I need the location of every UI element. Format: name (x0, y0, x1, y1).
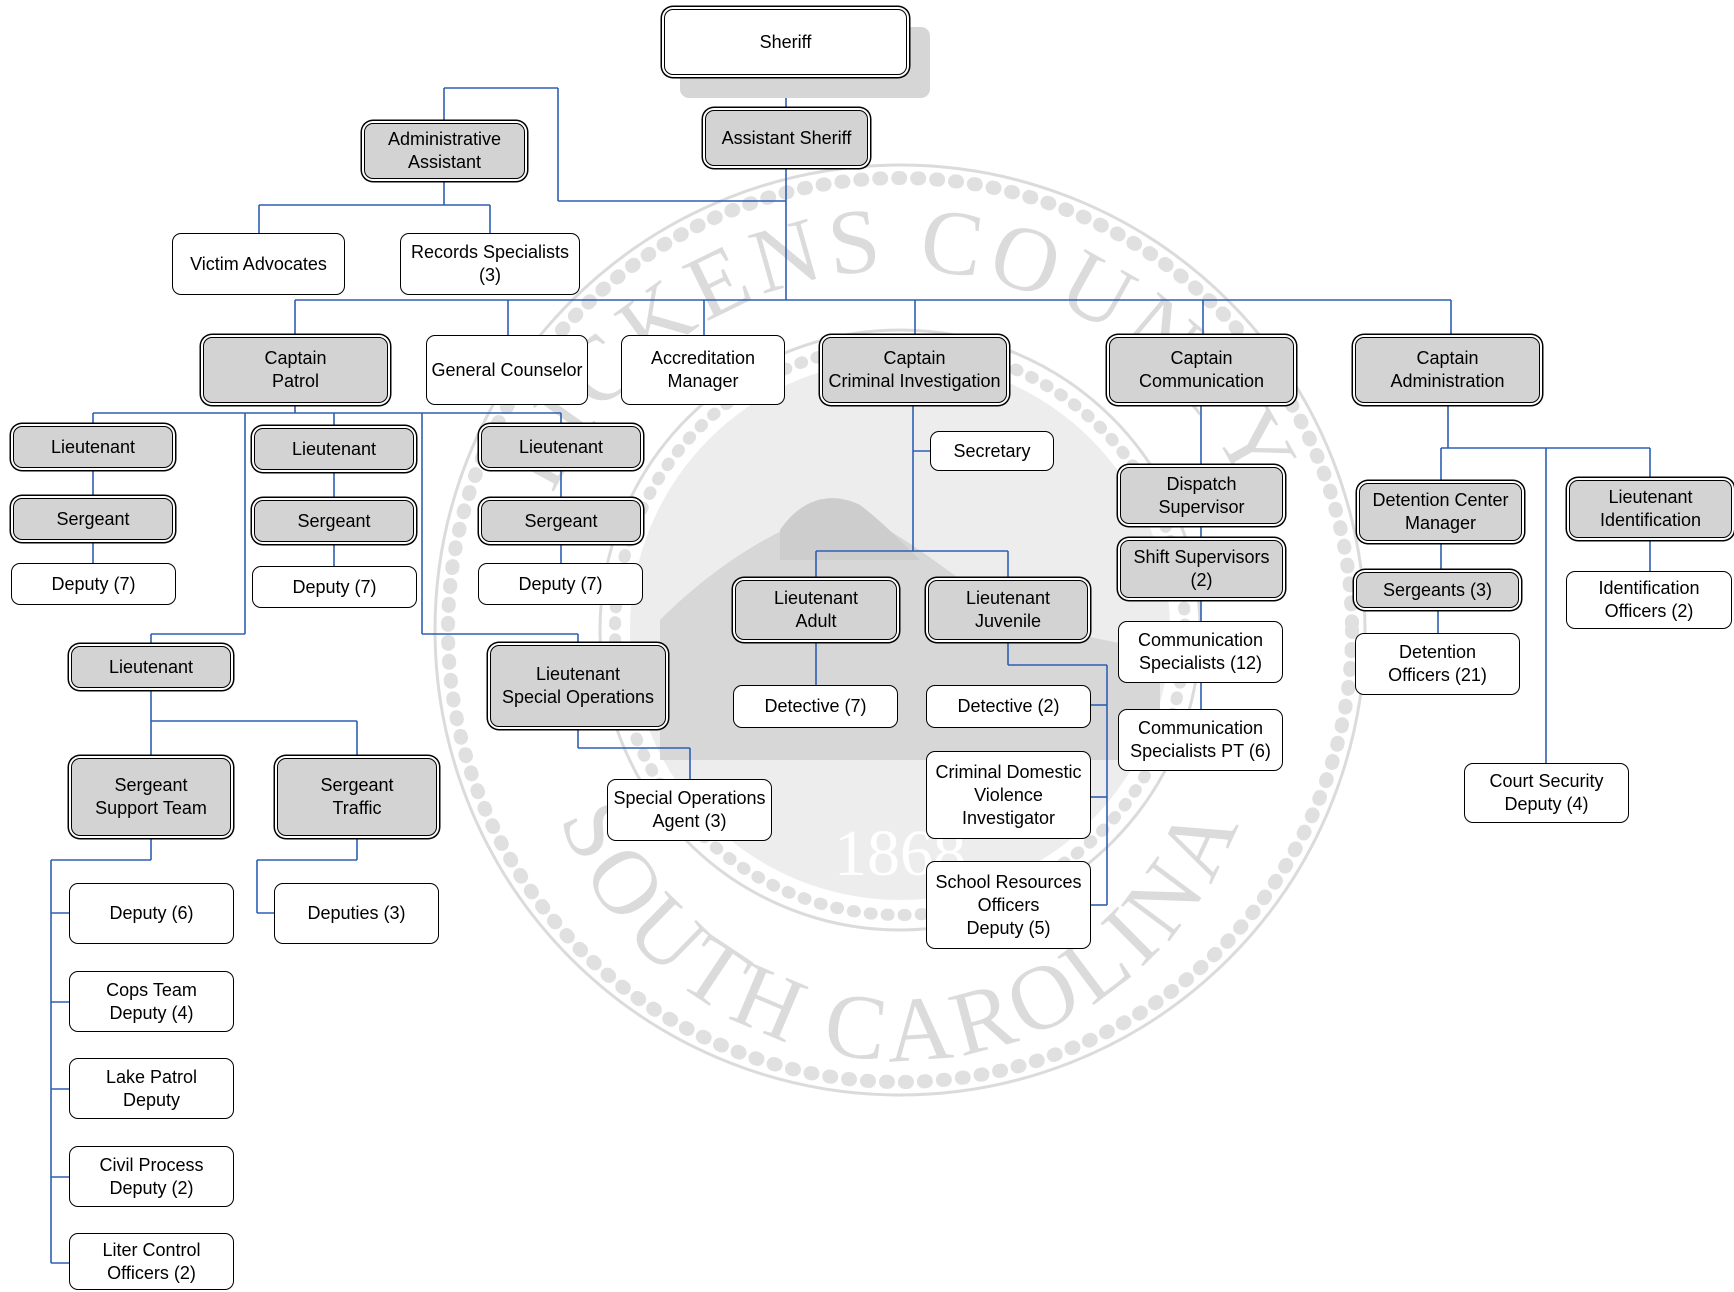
shift-supervisors-box: Shift Supervisors (2) (1120, 540, 1283, 598)
sergeant-support-team-box: Sergeant Support Team (71, 758, 231, 836)
lieutenant-adult-box: Lieutenant Adult (735, 580, 897, 640)
cops-team-box: Cops Team Deputy (4) (69, 971, 234, 1032)
secretary-box: Secretary (930, 431, 1054, 471)
sergeant-patrol-2-box: Sergeant (254, 500, 414, 542)
deputy-patrol-3-box: Deputy (7) (478, 563, 643, 605)
assistant-sheriff-box: Assistant Sheriff (705, 110, 868, 166)
civil-process-box: Civil Process Deputy (2) (69, 1146, 234, 1207)
accreditation-manager-box: Accreditation Manager (621, 335, 785, 405)
detention-officers-box: Detention Officers (21) (1355, 633, 1520, 695)
captain-administration-box: Captain Administration (1355, 337, 1540, 403)
identification-officers-box: Identification Officers (2) (1566, 571, 1732, 629)
deputy-patrol-1-box: Deputy (7) (11, 563, 176, 605)
school-resources-officers-box: School Resources Officers Deputy (5) (926, 861, 1091, 949)
deputy-patrol-2-box: Deputy (7) (252, 566, 417, 608)
detention-center-manager-box: Detention Center Manager (1359, 483, 1522, 541)
lieutenant-special-operations-box: Lieutenant Special Operations (490, 645, 666, 727)
sergeant-patrol-1-box: Sergeant (13, 498, 173, 540)
court-security-box: Court Security Deputy (4) (1464, 763, 1629, 823)
liter-control-box: Liter Control Officers (2) (69, 1233, 234, 1290)
sergeant-patrol-3-box: Sergeant (481, 500, 641, 542)
captain-criminal-investigation-box: Captain Criminal Investigation (822, 337, 1007, 403)
records-specialists-box: Records Specialists (3) (400, 233, 580, 295)
lieutenant-patrol-4-box: Lieutenant (71, 646, 231, 688)
sergeants-3-box: Sergeants (3) (1356, 572, 1519, 608)
sheriff-box: Sheriff (664, 9, 907, 75)
communication-specialists-box: Communication Specialists (12) (1118, 621, 1283, 683)
special-operations-agent-box: Special Operations Agent (3) (607, 779, 772, 841)
detective-7-box: Detective (7) (733, 685, 898, 728)
lake-patrol-box: Lake Patrol Deputy (69, 1058, 234, 1119)
captain-patrol-box: Captain Patrol (203, 337, 388, 403)
captain-communication-box: Captain Communication (1109, 337, 1294, 403)
sergeant-traffic-box: Sergeant Traffic (277, 758, 437, 836)
dispatch-supervisor-box: Dispatch Supervisor (1120, 467, 1283, 524)
deputies-3-box: Deputies (3) (274, 883, 439, 944)
lieutenant-patrol-2-box: Lieutenant (254, 428, 414, 470)
general-counselor-box: General Counselor (426, 335, 588, 405)
lieutenant-juvenile-box: Lieutenant Juvenile (928, 580, 1088, 640)
detective-2-box: Detective (2) (926, 685, 1091, 728)
communication-specialists-pt-box: Communication Specialists PT (6) (1118, 709, 1283, 771)
victim-advocates-box: Victim Advocates (172, 233, 345, 295)
lieutenant-patrol-1-box: Lieutenant (13, 426, 173, 468)
administrative-assistant-box: Administrative Assistant (364, 123, 525, 179)
lieutenant-identification-box: Lieutenant Identification (1569, 480, 1732, 538)
lieutenant-patrol-3-box: Lieutenant (481, 426, 641, 468)
deputy-6-box: Deputy (6) (69, 883, 234, 944)
criminal-domestic-violence-investigator-box: Criminal Domestic Violence Investigator (926, 751, 1091, 839)
